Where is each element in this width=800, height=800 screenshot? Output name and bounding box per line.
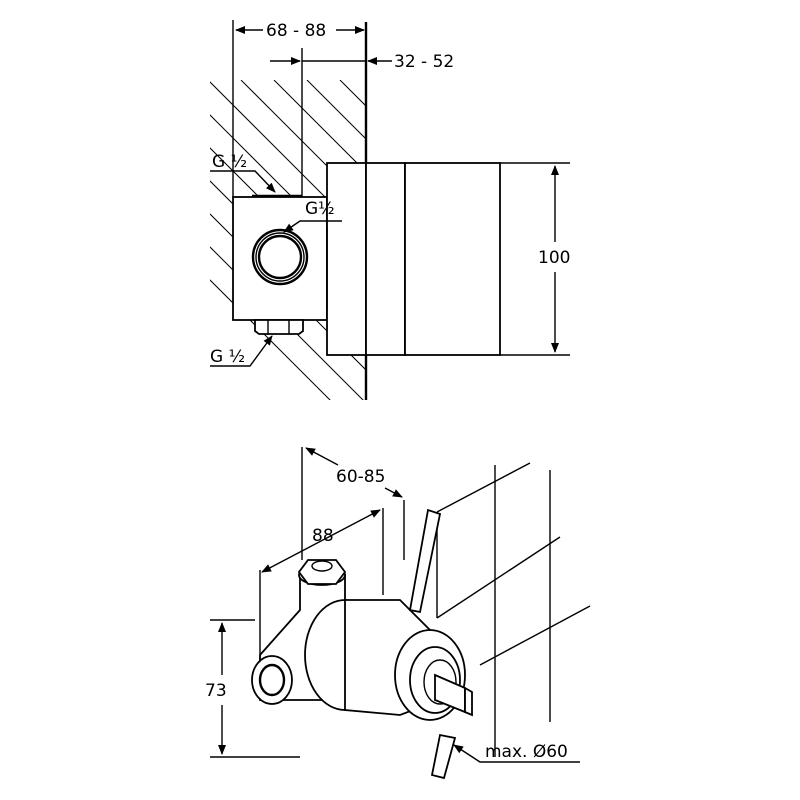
dim-diameter: max. Ø60	[485, 742, 568, 762]
thread-label-side: G½	[305, 199, 335, 219]
dim-arrow	[261, 509, 381, 573]
hatch-line	[505, 80, 800, 410]
leader-line	[210, 335, 273, 367]
trim-cover	[404, 162, 501, 356]
dim-install-depth: 68 - 88	[266, 21, 326, 41]
leader-line	[453, 744, 580, 763]
dim-depth: 60-85	[336, 467, 385, 487]
hatch-line	[571, 80, 800, 410]
hatch-line	[210, 80, 366, 400]
side-port-outer	[251, 228, 309, 286]
hatch-line	[210, 80, 341, 400]
valve-iso-body	[251, 559, 473, 721]
valve-body-box	[232, 196, 328, 321]
trim-plate-bottom	[430, 733, 457, 780]
side-port-inner	[257, 234, 303, 280]
bottom-nut	[254, 319, 304, 335]
leader-line	[283, 220, 342, 233]
trim-ring	[365, 162, 406, 356]
dim-arrow	[305, 447, 339, 466]
leader-line	[210, 170, 276, 193]
dim-arrow	[384, 487, 403, 498]
hatch-line	[210, 80, 366, 400]
dim-wall-offset: 32 - 52	[394, 52, 454, 72]
trim-plate-top	[408, 508, 442, 614]
dim-height: 100	[538, 248, 570, 268]
iso-wall-lines	[436, 462, 591, 757]
hatch-line	[538, 80, 800, 410]
hatch-line	[240, 80, 366, 400]
thread-label-top: G ½	[212, 152, 247, 172]
hatch-line	[273, 80, 366, 400]
thread-label-bottom: G ½	[210, 347, 245, 367]
dim-iso-height: 73	[205, 681, 227, 701]
hatch-line	[306, 80, 366, 400]
hatch-line	[472, 80, 800, 410]
dim-width: 88	[312, 526, 334, 546]
valve-flange	[326, 162, 367, 356]
hatch-line	[604, 80, 800, 410]
side-port-thread	[255, 232, 305, 282]
